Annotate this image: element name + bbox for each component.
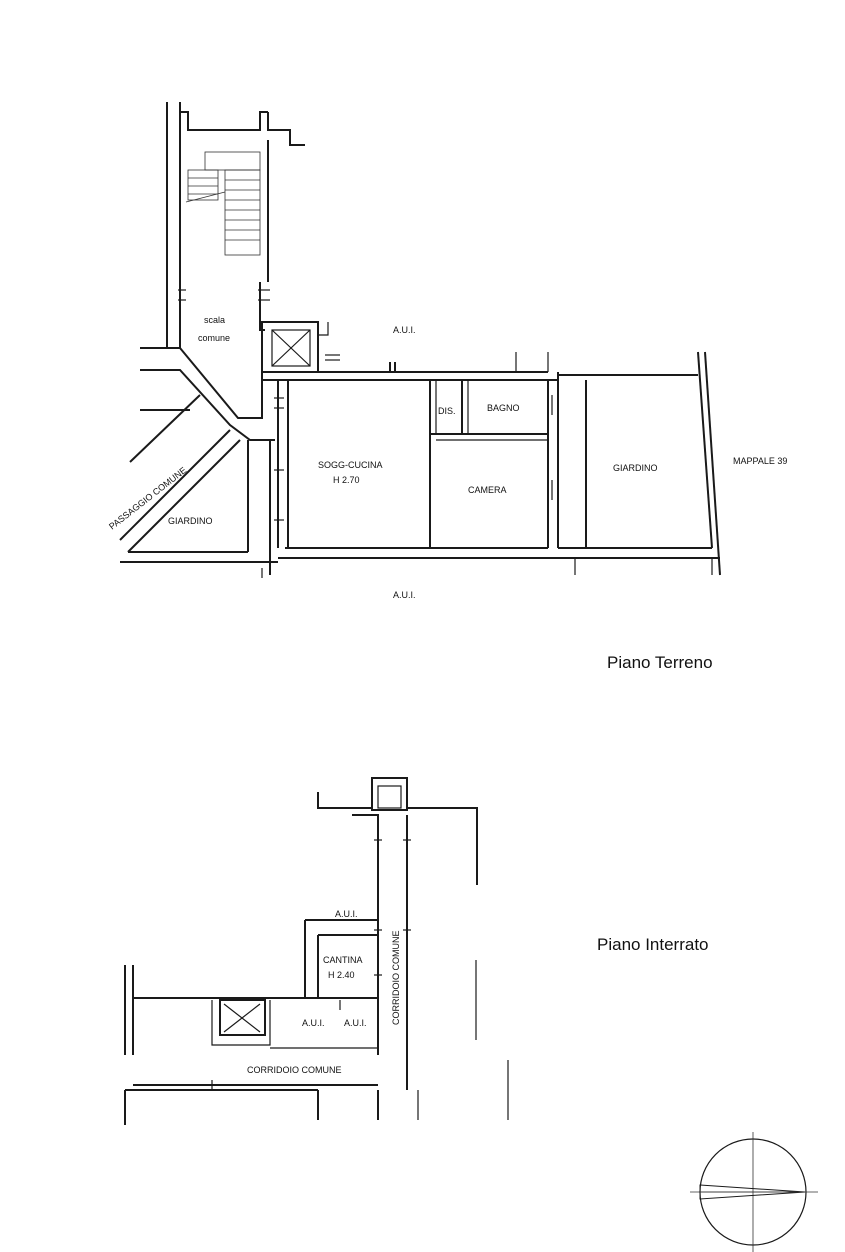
cantina-room-label: CANTINA — [323, 955, 363, 965]
ground-floor-plan: scala comune A.U.I. DIS. BAGNO SOGG-CUCI… — [107, 102, 787, 600]
sogg-cucina-height-label: H 2.70 — [333, 475, 360, 485]
left-passage-walls — [119, 347, 278, 578]
vertical-corridor-label: CORRIDOIO COMUNE — [391, 931, 401, 1026]
aui-bottom-label: A.U.I. — [393, 590, 416, 600]
vertical-corridor-walls — [317, 777, 478, 1055]
left-garden-label: GIARDINO — [168, 516, 213, 526]
ground-floor-title: Piano Terreno — [607, 653, 713, 672]
dis-room-label: DIS. — [438, 406, 456, 416]
basement-aui-right-label: A.U.I. — [344, 1018, 367, 1028]
right-garden-label: GIARDINO — [613, 463, 658, 473]
apartment-walls — [261, 352, 559, 559]
stairs-label-line2: comune — [198, 333, 230, 343]
sogg-cucina-room-label: SOGG-CUCINA — [318, 460, 383, 470]
camera-room-label: CAMERA — [468, 485, 507, 495]
horizontal-corridor-label: CORRIDOIO COMUNE — [247, 1065, 342, 1075]
elevator-icon — [261, 321, 340, 373]
stairs-icon — [185, 151, 261, 256]
basement-plan: A.U.I. CANTINA H 2.40 A.U.I. A.U.I. CORR… — [124, 777, 509, 1125]
basement-aui-left-label: A.U.I. — [302, 1018, 325, 1028]
bagno-room-label: BAGNO — [487, 403, 520, 413]
horizontal-corridor-walls — [124, 965, 509, 1125]
compass-icon — [690, 1132, 818, 1252]
cantina-walls — [304, 919, 378, 999]
mappale-label: MAPPALE 39 — [733, 456, 787, 466]
cantina-height-label: H 2.40 — [328, 970, 355, 980]
right-garden-walls — [558, 351, 721, 576]
stair-shaft-walls — [166, 102, 305, 348]
basement-title: Piano Interrato — [597, 935, 709, 954]
internal-partitions — [429, 380, 553, 548]
aui-top-label: A.U.I. — [393, 325, 416, 335]
stairs-label-line1: scala — [204, 315, 225, 325]
basement-aui-top-label: A.U.I. — [335, 909, 358, 919]
